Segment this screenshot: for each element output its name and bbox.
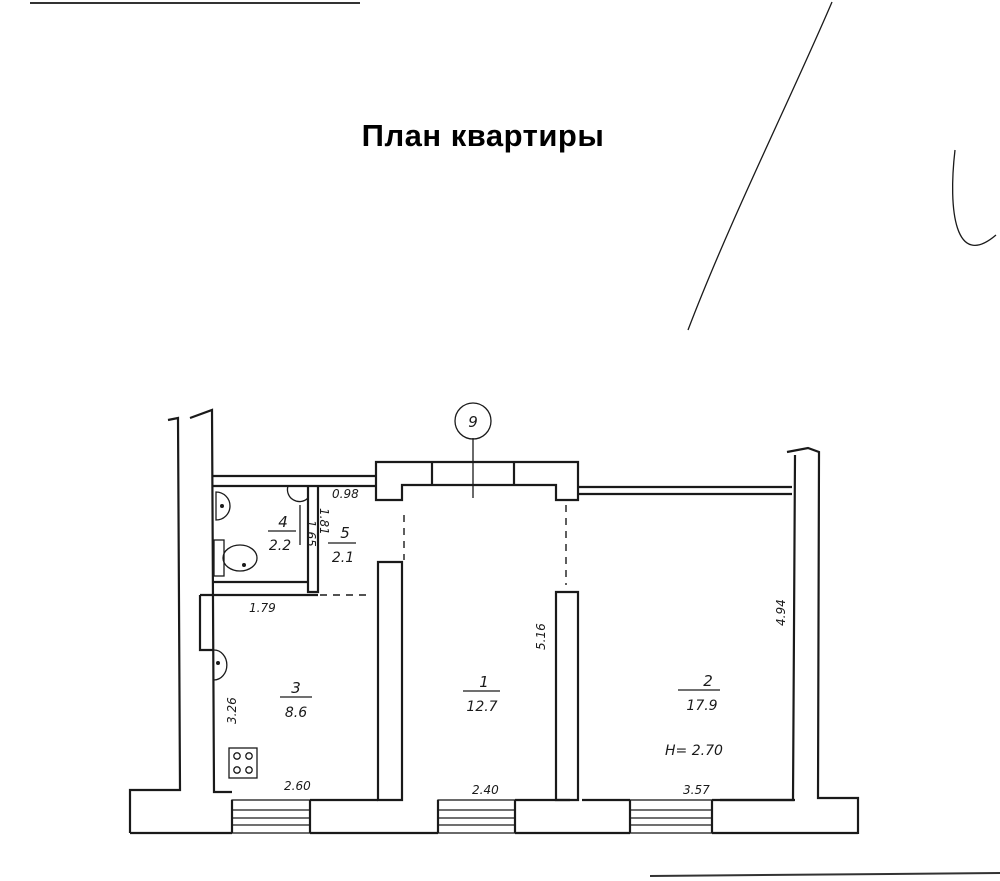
room-1-number: 1 [479,673,489,691]
stove-icon [228,747,258,779]
interior-walls [198,486,580,802]
dim-room-1-depth: 5.16 [534,623,548,650]
doorway-dashes [320,505,567,596]
wash-basin-icon [286,485,309,503]
room-fraction-lines [268,505,720,698]
room-5-area: 2.1 [332,550,354,566]
kitchen-sink-icon [213,649,228,681]
exterior-walls [128,408,860,835]
room-3-number: 3 [291,679,301,697]
dim-room-2-depth: 4.94 [774,599,788,626]
dim-room-2-width: 3.57 [683,783,710,797]
page-title: План квартиры [361,118,605,153]
room-5-number: 5 [340,524,350,542]
dim-corridor-width: 1.79 [249,601,276,615]
dim-bath-depth-a: 1.65 [304,520,318,547]
room-3-area: 8.6 [285,705,307,721]
dim-kitchen-width: 2.60 [284,779,311,793]
window-kitchen [231,799,311,834]
scan-pencil-curve [951,149,997,246]
entrance-block [374,438,580,502]
room-2-area: 17.9 [686,698,717,714]
scan-bottom-line [649,872,1000,877]
ceiling-height-label: H= 2.70 [665,743,723,759]
room-4-number: 4 [278,513,288,531]
dim-hall-width: 0.98 [332,487,359,501]
room-1-area: 12.7 [466,699,497,715]
dim-kitchen-depth: 3.26 [225,697,239,724]
dim-bath-depth-b: 1.81 [317,508,331,535]
scan-pencil-stroke [687,1,833,331]
sink-icon [215,491,231,521]
dim-room-1-width: 2.40 [472,783,499,797]
window-room-2 [629,799,713,834]
entrance-marker [454,402,492,440]
room-2-number: 2 [703,672,713,690]
toilet-icon [213,539,258,577]
room-4-area: 2.2 [269,538,291,554]
entrance-marker-number: 9 [468,413,478,431]
window-room-1 [437,799,516,834]
